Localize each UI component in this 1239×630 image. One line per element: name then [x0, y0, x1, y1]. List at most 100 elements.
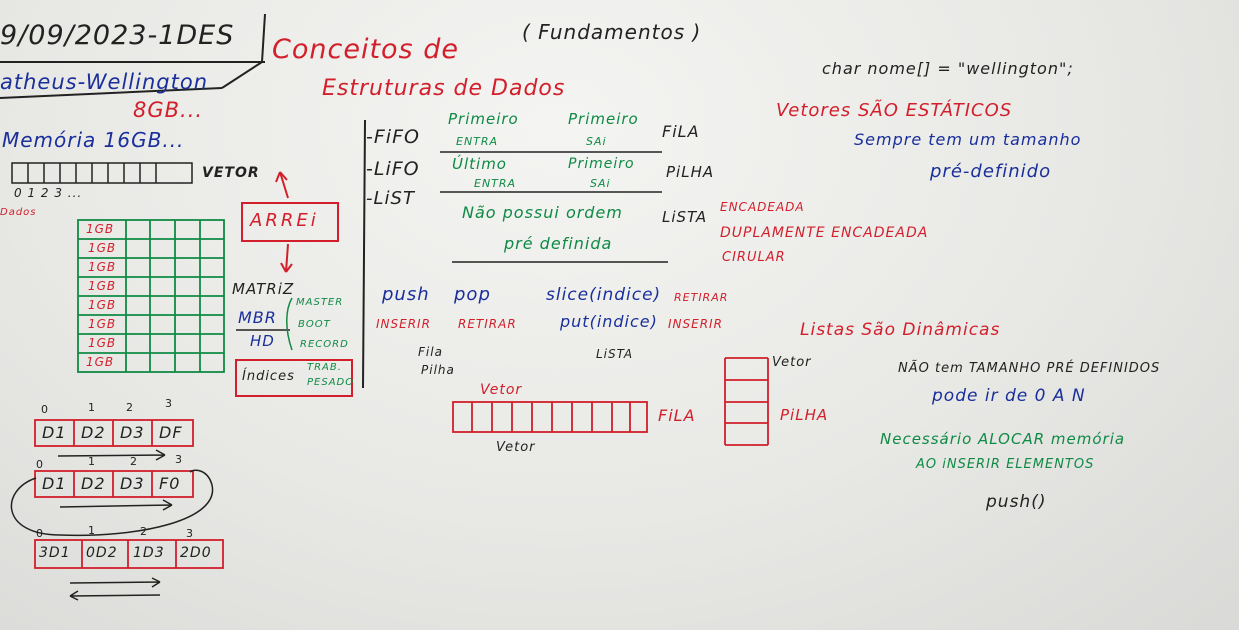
- lifo-ultimo: Último: [452, 155, 507, 173]
- title-line-1: Conceitos de: [272, 34, 459, 65]
- memory-label: Memória 16GB...: [2, 128, 185, 152]
- grid-cell: 1GB: [88, 260, 117, 274]
- op-retirar-slice: RETIRAR: [674, 291, 729, 304]
- mbr-brace: [286, 297, 293, 351]
- row3-index: 0: [36, 527, 43, 540]
- mbr-note-boot: BOOT: [298, 319, 331, 330]
- mbr-note-record: RECORD: [300, 339, 349, 350]
- trab-label: TRAB.: [307, 362, 342, 373]
- authors-corner: [221, 61, 263, 89]
- row2-index: 0: [36, 458, 43, 471]
- fifo-entra: ENTRA: [456, 135, 499, 148]
- grid-cell: 1GB: [86, 222, 115, 236]
- row1-index: 2: [126, 401, 133, 414]
- array-row-1: [34, 419, 194, 447]
- op-pilha: Pilha: [421, 363, 455, 377]
- list-lista: LiSTA: [662, 208, 708, 226]
- lista-encadeada: ENCADEADA: [720, 200, 805, 214]
- lista-dupla: DUPLAMENTE ENCADEADA: [720, 225, 929, 241]
- circular-loop: [10, 469, 214, 537]
- lifo-entra: ENTRA: [474, 177, 517, 190]
- lifo-label: -LiFO: [366, 158, 420, 180]
- arrow-to-vetor: [275, 171, 289, 199]
- row1-index: 0: [41, 403, 48, 416]
- row2-cell: D1: [42, 474, 67, 493]
- mbr-note-master: MASTER: [296, 297, 344, 308]
- op-lista: LiSTA: [596, 347, 634, 361]
- necessario-alocar: Necessário ALOCAR memória: [880, 430, 1126, 448]
- row1-cell: DF: [159, 423, 183, 442]
- row3-cell: 1D3: [133, 545, 165, 561]
- row3-index: 3: [186, 527, 193, 540]
- vetor-side-label: Vetor: [772, 355, 812, 370]
- row1-index: 3: [165, 397, 172, 410]
- op-inserir: INSERIR: [376, 317, 431, 331]
- title-line-2: Estruturas de Dados: [322, 76, 566, 101]
- header-divider: [261, 13, 266, 63]
- push-call: push(): [986, 492, 1047, 512]
- date-course: 9/09/2023-1DES: [0, 20, 235, 51]
- row2-index: 3: [175, 453, 182, 466]
- lifo-sai: SAi: [590, 177, 611, 190]
- list-label: -LiST: [366, 188, 415, 209]
- list-pre-definida: pré definida: [504, 234, 613, 253]
- fifo-fila: FiLA: [662, 122, 700, 141]
- op-slice: slice(indice): [546, 285, 662, 305]
- listas-dinamicas: Listas São Dinâmicas: [800, 320, 1001, 340]
- fifo-sai: SAi: [586, 135, 607, 148]
- pesado-label: PESADO: [307, 377, 355, 388]
- fifo-primeiro: Primeiro: [448, 110, 519, 128]
- grid-cell: 1GB: [88, 241, 117, 255]
- row2-cell: D3: [120, 474, 145, 493]
- row1-cell: D3: [120, 423, 145, 442]
- grid-cell: 1GB: [88, 317, 117, 331]
- grid-cell: 1GB: [86, 355, 115, 369]
- array-row-3: [34, 539, 224, 569]
- dados-label: Dados: [0, 207, 37, 218]
- array-row-2: [34, 470, 194, 498]
- op-push: push: [382, 284, 430, 305]
- arrow-to-matriz: [280, 243, 293, 273]
- vetor-fila-strip: [452, 401, 648, 433]
- vetor-strip: [11, 162, 193, 184]
- indices-box: [235, 359, 353, 397]
- row3-cell: 2D0: [180, 545, 212, 561]
- sempre-tamanho: Sempre tem um tamanho: [854, 130, 1082, 149]
- list-nao-possui: Não possui ordem: [462, 203, 623, 222]
- vetor-top-label: Vetor: [480, 382, 523, 398]
- op-retirar: RETIRAR: [458, 317, 517, 331]
- memory-grid: [77, 219, 225, 373]
- arrei-label: ARREi: [250, 210, 319, 231]
- pilha-label: PiLHA: [780, 406, 829, 424]
- vetor-indexes: 0 1 2 3 ...: [14, 186, 83, 200]
- op-pop: pop: [454, 284, 491, 305]
- row3-arrow-right: [69, 577, 161, 588]
- lifo-pilha: PiLHA: [666, 163, 715, 181]
- row1-cell: D1: [42, 423, 67, 442]
- row1-cell: D2: [81, 423, 106, 442]
- arrei-box: [241, 202, 339, 242]
- row1-arrow: [57, 449, 166, 461]
- row2-arrow: [59, 499, 173, 511]
- op-put: put(indice): [560, 312, 658, 331]
- pilha-stack: [724, 357, 769, 446]
- lista-circular: CIRULAR: [722, 250, 786, 265]
- row3-index: 2: [140, 525, 147, 538]
- pode-ir-de: pode ir de 0 A N: [932, 386, 1086, 406]
- grid-cell: 1GB: [88, 298, 117, 312]
- pre-definido: pré-definido: [930, 161, 1052, 182]
- ram-label: 8GB...: [133, 98, 204, 122]
- grid-cell: 1GB: [88, 336, 117, 350]
- row2-cell: D2: [81, 474, 106, 493]
- row1-index: 1: [88, 401, 95, 414]
- row3-index: 1: [88, 524, 95, 537]
- subtitle: ( Fundamentos ): [522, 20, 702, 44]
- section-divider: [362, 119, 366, 389]
- op-fila: Fila: [418, 345, 443, 359]
- vetores-estaticos: Vetores SÃO ESTÁTICOS: [776, 100, 1013, 121]
- vetor-bottom-label: Vetor: [496, 440, 536, 455]
- grid-cell: 1GB: [88, 279, 117, 293]
- row3-cell: 3D1: [39, 545, 71, 561]
